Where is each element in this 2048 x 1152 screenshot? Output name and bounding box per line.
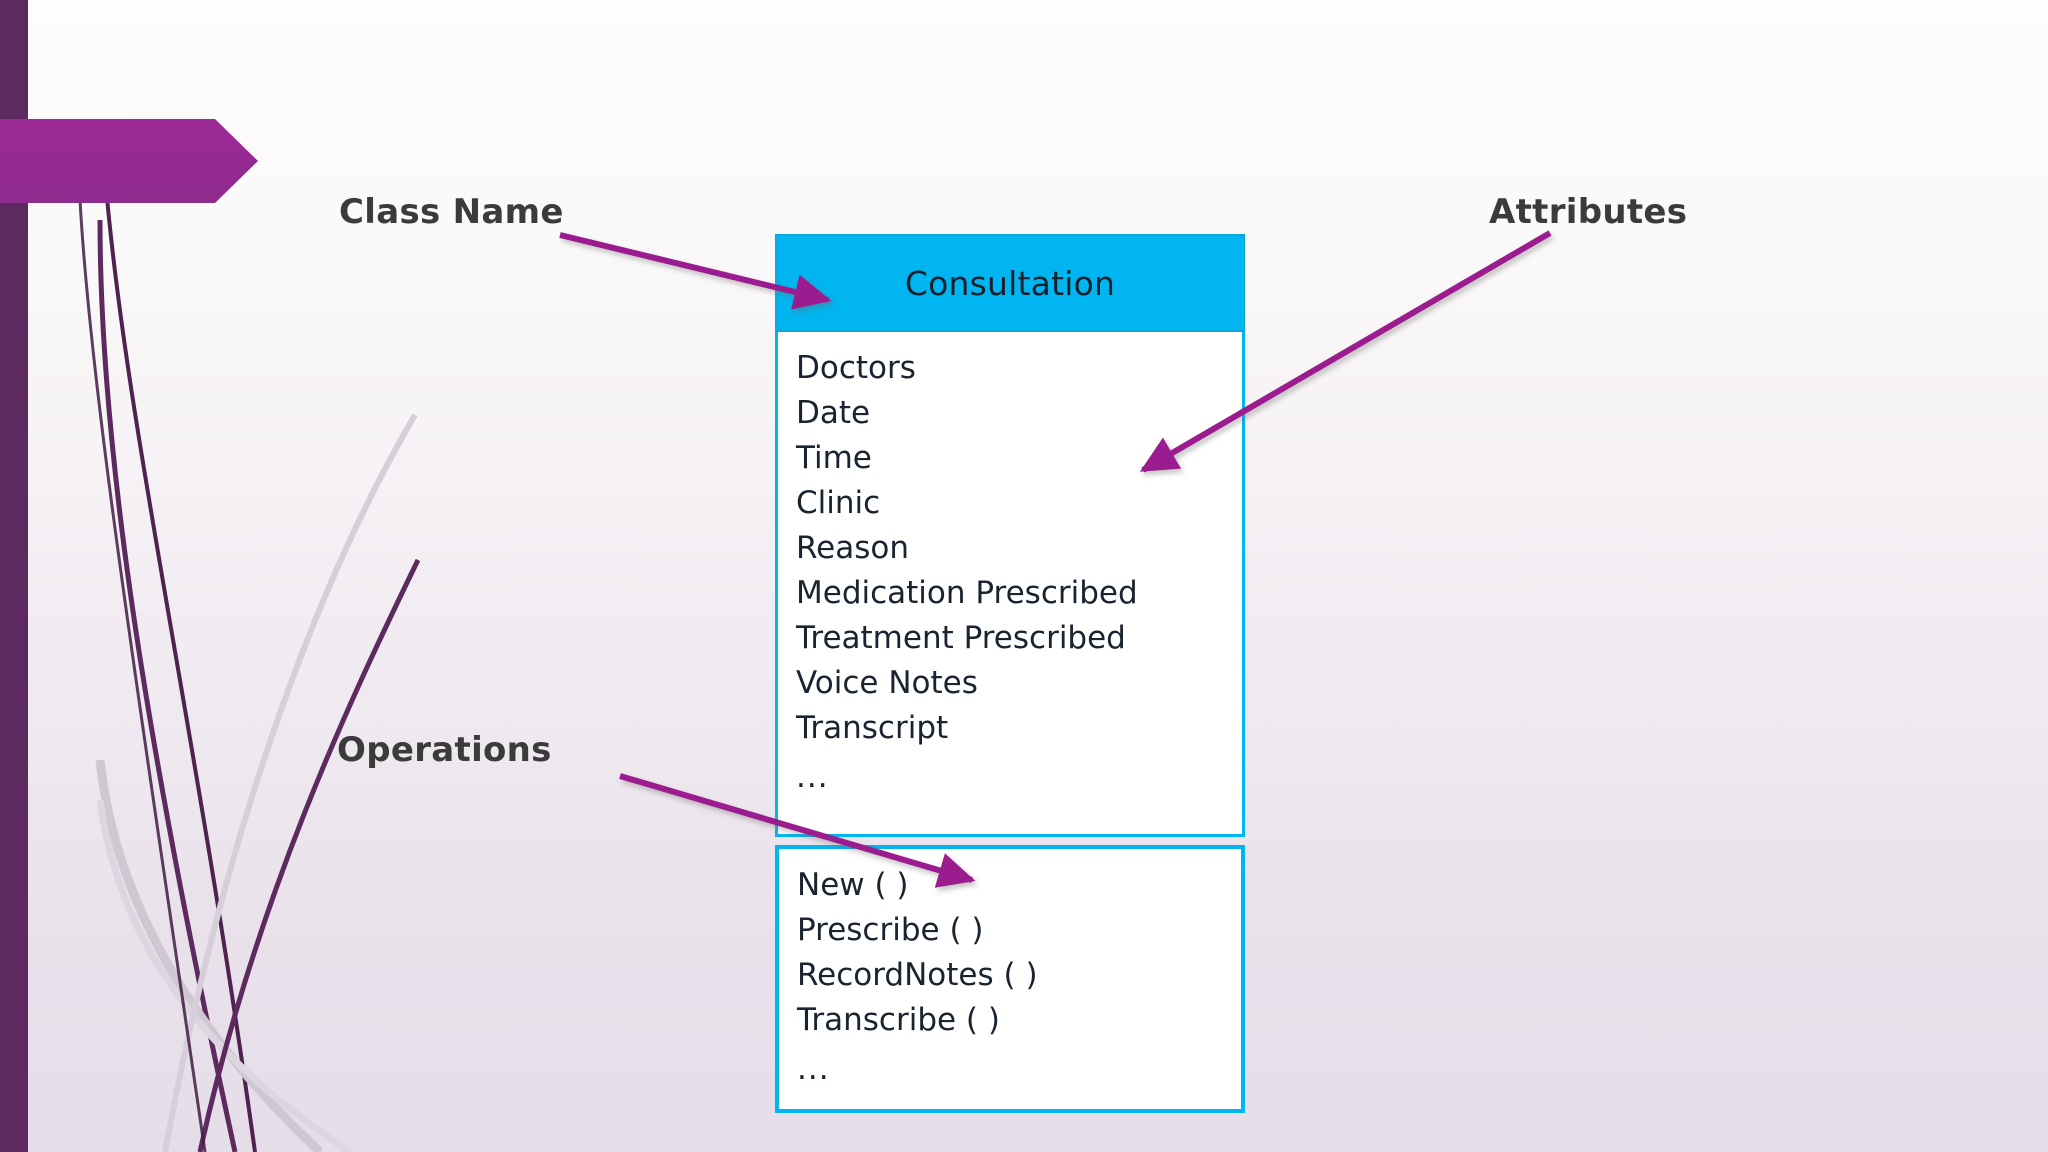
uml-class-name: Consultation: [904, 263, 1116, 303]
uml-class-header: Consultation: [775, 234, 1245, 332]
operation-row: Prescribe ( ): [797, 912, 984, 948]
title-banner-shape: [0, 119, 258, 203]
operation-row: New ( ): [797, 867, 909, 903]
attribute-row: Date: [796, 395, 871, 431]
uml-operations-compartment: New ( ) Prescribe ( ) RecordNotes ( ) Tr…: [775, 845, 1245, 1113]
uml-attributes-compartment: Doctors Date Time Clinic Reason Medicati…: [775, 332, 1245, 837]
attribute-row: Voice Notes: [796, 665, 978, 701]
operation-row-ellipsis: ...: [797, 1051, 830, 1087]
attribute-row: Medication Prescribed: [796, 575, 1138, 611]
attribute-row: Treatment Prescribed: [796, 620, 1126, 656]
attribute-row-ellipsis: ...: [796, 759, 829, 795]
attribute-row: Doctors: [796, 350, 916, 386]
callout-label-class-name: Class Name: [339, 192, 564, 232]
callout-label-operations: Operations: [337, 730, 552, 770]
callout-label-attributes: Attributes: [1489, 192, 1688, 232]
attribute-row: Reason: [796, 530, 909, 566]
operation-row: RecordNotes ( ): [797, 957, 1038, 993]
attribute-row: Clinic: [796, 485, 881, 521]
uml-class-box: Consultation Doctors Date Time Clinic Re…: [775, 234, 1245, 1113]
attribute-row: Transcript: [796, 710, 949, 746]
operation-row: Transcribe ( ): [797, 1002, 1000, 1038]
attribute-row: Time: [796, 440, 872, 476]
